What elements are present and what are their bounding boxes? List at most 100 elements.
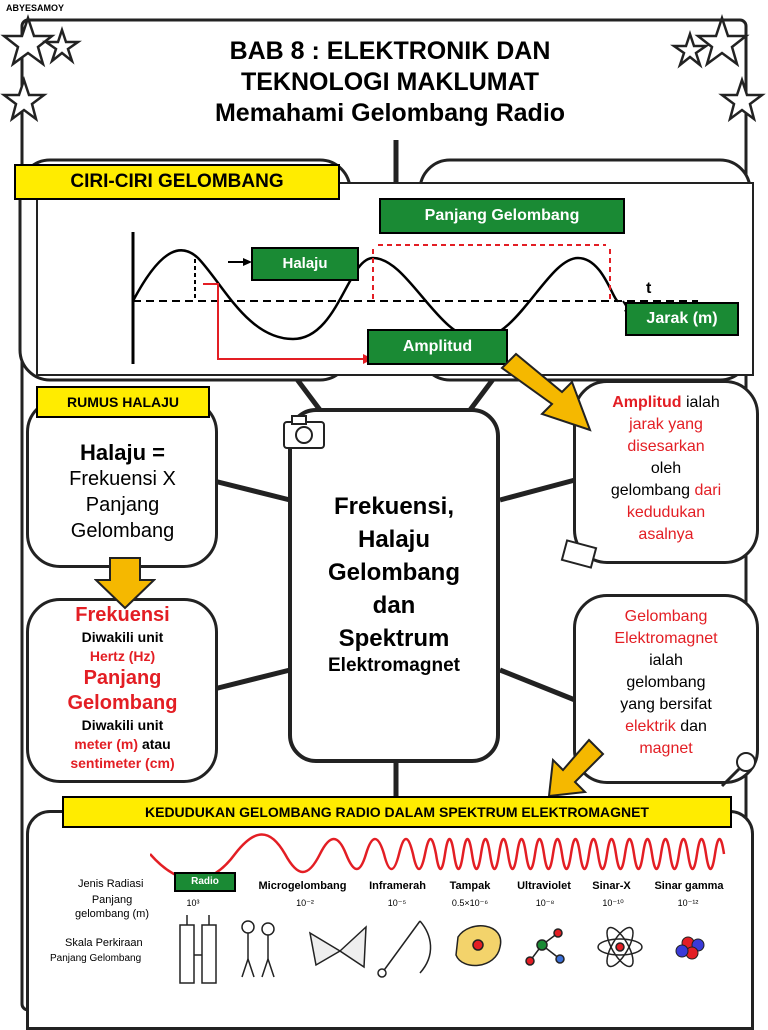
- em-definition: Gelombang Elektromagnet ialah gelombang …: [576, 606, 756, 760]
- infra-band: Inframerah: [369, 880, 426, 892]
- title-line-2: TEKNOLOGI MAKLUMAT: [240, 68, 540, 96]
- needle-icon: [377, 920, 432, 978]
- em-line-6a: elektrik: [625, 718, 676, 735]
- infra-wavelength: 10⁻⁵: [387, 898, 407, 908]
- frek-unit-label: Diwakili unit: [81, 629, 164, 645]
- jarak-label: Jarak (m): [625, 302, 739, 336]
- amp-line-4: oleh: [650, 460, 682, 477]
- pg-label-1: Panjang: [83, 667, 162, 689]
- panjang-label-2: gelombang (m): [75, 908, 149, 920]
- people-icon: [241, 920, 275, 978]
- time-label: t: [646, 280, 652, 297]
- units-box: [26, 598, 218, 783]
- center-line-5: Spektrum: [338, 625, 450, 652]
- skala-label-2: Panjang Gelombang: [50, 953, 142, 964]
- jenis-radiasi-label: Jenis Radiasi: [78, 878, 144, 890]
- radio-band: Radio: [174, 872, 236, 892]
- pg-unit-label: Diwakili unit: [81, 717, 164, 733]
- center-line-6: Elektromagnet: [328, 655, 460, 676]
- atom-icon: [597, 926, 643, 968]
- tampak-wavelength: 0.5×10⁻⁶: [451, 898, 489, 908]
- em-line-2: Elektromagnet: [614, 630, 718, 647]
- amp-term: Amplitud: [612, 394, 682, 411]
- atau-label: atau: [141, 736, 171, 752]
- gamma-wavelength: 10⁻¹²: [677, 898, 699, 908]
- book-icon: [560, 539, 598, 569]
- em-line-3: ialah: [649, 652, 683, 669]
- amp-line-6: kedudukan: [626, 504, 706, 521]
- key-icon: [720, 752, 756, 788]
- wave-heading: CIRI-CIRI GELOMBANG: [14, 164, 340, 200]
- skala-label-1: Skala Perkiraan: [65, 937, 143, 949]
- star-icon: [0, 76, 48, 123]
- rumus-line-4: Gelombang: [70, 520, 175, 542]
- em-box: [573, 594, 759, 784]
- star-icon: [694, 14, 750, 68]
- wave-diagram: [131, 232, 698, 364]
- frek-label: Frekuensi: [75, 604, 170, 626]
- pg-label-2: Gelombang: [67, 692, 178, 714]
- center-line-4: dan: [372, 592, 416, 619]
- panjang-gelombang-label: Panjang Gelombang: [379, 198, 625, 234]
- page-title: BAB 8 : ELEKTRONIK DAN TEKNOLOGI MAKLUMA…: [120, 36, 660, 129]
- nucleus-icon: [675, 936, 705, 960]
- star-icon: [718, 76, 766, 123]
- center-title: Frekuensi, Halaju Gelombang dan Spektrum…: [292, 490, 496, 677]
- rumus-line-2: Frekuensi X: [69, 468, 176, 490]
- em-line-7: magnet: [639, 740, 693, 757]
- star-icon: [670, 30, 710, 69]
- halaju-label: Halaju: [251, 247, 359, 281]
- radio-wavelength: 10³: [186, 898, 200, 908]
- amp-line-3: disesarkan: [627, 438, 705, 455]
- title-line-1: BAB 8 : ELEKTRONIK DAN: [229, 37, 551, 65]
- amp-ialah: ialah: [685, 394, 720, 411]
- butterfly-icon: [308, 925, 367, 969]
- amplitud-box: [573, 380, 759, 564]
- star-icon: [0, 14, 56, 68]
- rumus-heading: RUMUS HALAJU: [36, 386, 210, 418]
- watermark: ABYESAMOY: [6, 3, 65, 13]
- down-left-arrow-icon: [547, 738, 605, 798]
- down-arrow-icon: [94, 557, 156, 610]
- amp-line-5b: dari: [694, 482, 722, 499]
- amplitud-label: Amplitud: [367, 329, 508, 365]
- cm-label: sentimeter (cm): [70, 755, 175, 771]
- micro-band: Microgelombang: [258, 880, 347, 892]
- rumus-line-1: Halaju =: [80, 440, 165, 465]
- spectrum-heading: KEDUDUKAN GELOMBANG RADIO DALAM SPEKTRUM…: [62, 796, 732, 828]
- center-box: [288, 408, 500, 763]
- rumus-formula: Halaju = Frekuensi X Panjang Gelombang: [30, 440, 215, 544]
- diagonal-arrow-icon: [500, 352, 592, 432]
- hertz-label: Hertz (Hz): [89, 648, 156, 664]
- em-line-6b: dan: [680, 718, 707, 735]
- camera-icon: [283, 415, 325, 449]
- em-line-4: gelombang: [626, 674, 706, 691]
- xray-band: Sinar-X: [592, 880, 631, 892]
- tower-icon: [179, 915, 217, 984]
- rumus-line-3: Panjang: [85, 494, 160, 516]
- gamma-band: Sinar gamma: [654, 880, 724, 892]
- panjang-label-1: Panjang: [91, 894, 133, 906]
- title-line-3: Memahami Gelombang Radio: [214, 99, 566, 127]
- tampak-band: Tampak: [449, 880, 491, 892]
- amp-line-7: asalnya: [638, 526, 694, 543]
- units-text: Frekuensi Diwakili unit Hertz (Hz) Panja…: [30, 602, 215, 773]
- molecule-icon: [525, 928, 565, 966]
- em-line-5: yang bersifat: [620, 696, 712, 713]
- amplitud-definition: Amplitud ialah jarak yang disesarkan ole…: [576, 392, 756, 546]
- star-icon: [42, 26, 82, 65]
- cell-icon: [455, 925, 502, 967]
- amp-line-5a: gelombang: [610, 482, 691, 499]
- meter-label: meter (m): [74, 736, 139, 752]
- micro-wavelength: 10⁻²: [296, 898, 314, 908]
- center-line-1: Frekuensi,: [333, 493, 455, 520]
- scale-illustrations: [179, 915, 705, 984]
- center-line-2: Halaju: [357, 526, 431, 553]
- em-line-1: Gelombang: [624, 608, 708, 625]
- amp-line-2: jarak yang: [629, 416, 703, 433]
- uv-wavelength: 10⁻⁸: [535, 898, 555, 908]
- center-line-3: Gelombang: [327, 559, 460, 586]
- spectrum-wave: [150, 833, 726, 880]
- xray-wavelength: 10⁻¹⁰: [602, 898, 624, 908]
- uv-band: Ultraviolet: [517, 880, 571, 892]
